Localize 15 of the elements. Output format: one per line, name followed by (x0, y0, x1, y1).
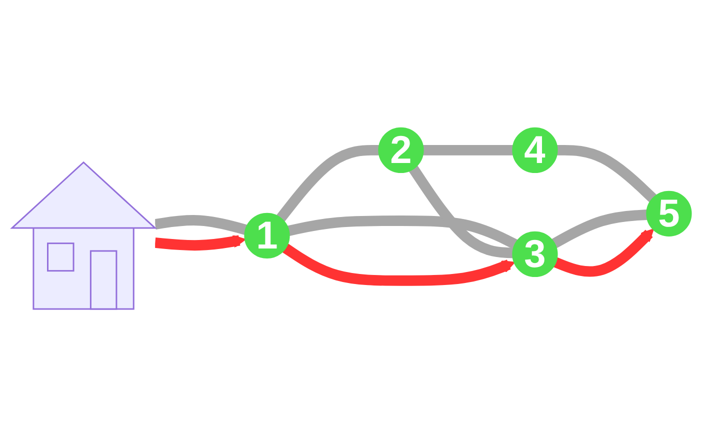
connector (287, 216, 518, 250)
node-circle: 2 (378, 128, 424, 174)
connector (154, 216, 248, 236)
node-circle: 3 (512, 232, 558, 278)
connector (423, 145, 513, 156)
node-circle: 5 (646, 191, 692, 237)
arrow (282, 244, 516, 286)
connector (552, 210, 648, 249)
connector (408, 166, 514, 259)
arrow (554, 229, 654, 278)
arrow (154, 235, 246, 252)
node-circle: 1 (244, 213, 290, 259)
node-circle: 4 (512, 128, 558, 174)
connector (276, 145, 379, 222)
connector (557, 145, 657, 203)
